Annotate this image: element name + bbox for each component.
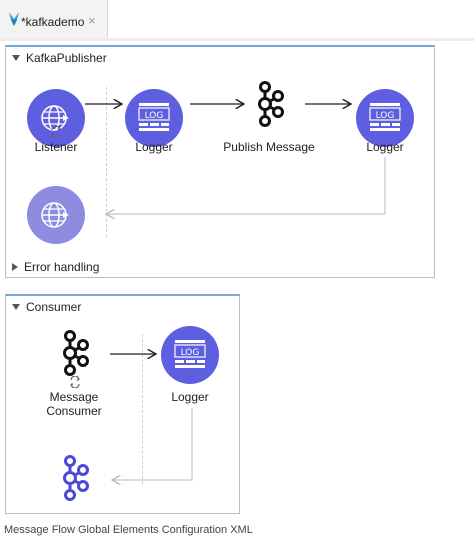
log-icon-text: LOG <box>145 111 164 121</box>
tab-kafkademo[interactable]: *kafkademo × <box>0 0 108 38</box>
logger-node-2[interactable]: LOG <box>356 89 414 147</box>
flow-kafkapublisher[interactable]: KafkaPublisher Li <box>5 45 435 278</box>
log-icon: LOG <box>174 340 206 368</box>
tab-divider <box>0 38 474 41</box>
kafka-publish-icon[interactable] <box>251 80 287 128</box>
listener-response-node[interactable] <box>27 186 85 244</box>
kafka-consumer-response-icon[interactable] <box>56 454 92 502</box>
publish-message-label: Publish Message <box>223 140 315 154</box>
logger-node-1[interactable]: LOG <box>125 89 183 147</box>
log-icon-text: LOG <box>376 111 395 121</box>
message-consumer-label-line2: Consumer <box>46 404 102 418</box>
flow-connectors <box>110 296 193 516</box>
listener-node[interactable] <box>27 89 85 147</box>
globe-icon <box>41 202 69 228</box>
collapse-caret-icon[interactable] <box>12 55 20 61</box>
message-consumer-label-line1: Message <box>49 390 99 404</box>
logger-label: Logger <box>171 390 209 404</box>
source-divider <box>106 87 107 237</box>
mule-icon <box>9 12 19 26</box>
flow-title: KafkaPublisher <box>26 51 107 65</box>
flow-header[interactable]: Consumer <box>12 300 81 314</box>
log-icon-text: LOG <box>181 348 200 358</box>
listener-label: Listener <box>34 140 78 154</box>
logger-label-1: Logger <box>135 140 173 154</box>
return-line <box>112 408 193 480</box>
return-line <box>106 157 386 214</box>
logger-node[interactable]: LOG <box>161 326 219 384</box>
error-handling-label: Error handling <box>24 260 100 274</box>
tab-title: *kafkademo <box>21 15 85 29</box>
editor-bottom-tabs[interactable]: Message Flow Global Elements Configurati… <box>4 524 253 536</box>
expand-caret-icon[interactable] <box>12 263 18 271</box>
flow-consumer[interactable]: Consumer Message Consumer <box>5 294 240 514</box>
editor-tab-bar: *kafkademo × <box>0 0 474 38</box>
log-icon: LOG <box>369 103 401 131</box>
source-divider <box>142 334 143 484</box>
sync-icon <box>51 126 61 138</box>
globe-icon <box>41 105 69 131</box>
error-handling-section[interactable]: Error handling <box>12 260 99 274</box>
collapse-caret-icon[interactable] <box>12 304 20 310</box>
log-icon: LOG <box>138 103 170 131</box>
flow-title: Consumer <box>26 300 82 314</box>
flow-header[interactable]: KafkaPublisher <box>12 51 107 65</box>
flow-connectors <box>85 47 386 280</box>
sync-icon <box>70 376 80 388</box>
logger-label-2: Logger <box>366 140 404 154</box>
close-icon[interactable]: × <box>88 13 96 28</box>
kafka-consumer-icon[interactable] <box>56 329 92 377</box>
